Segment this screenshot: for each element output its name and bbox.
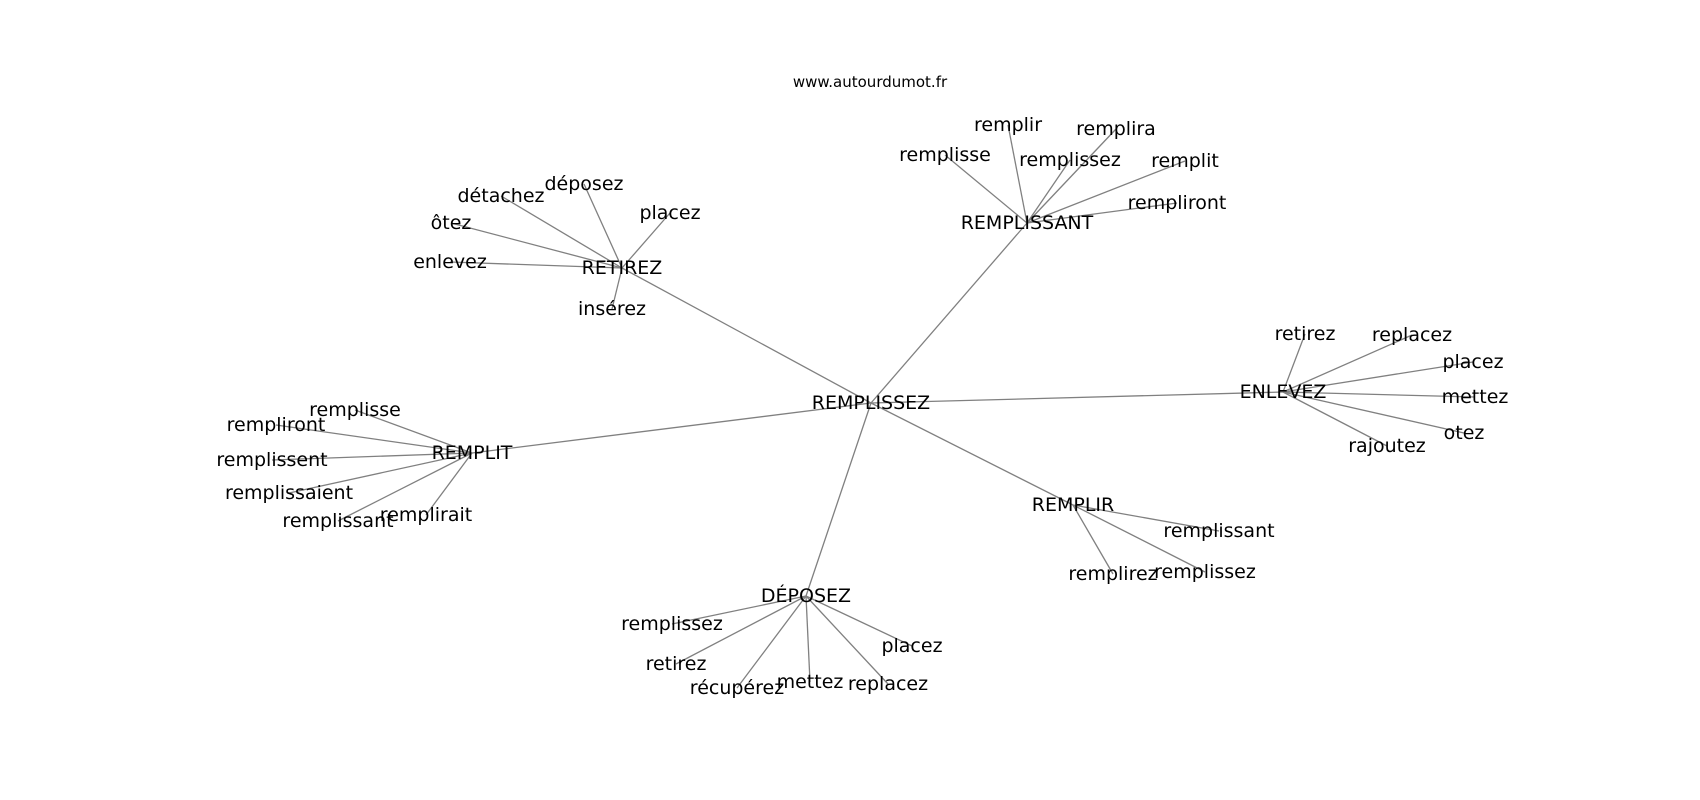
node-word-retirez-placez: placez [639,202,700,224]
node-word-deposez-placez: placez [881,635,942,657]
node-word-enlevez-retirez: retirez [1275,323,1336,345]
node-word-retirez-deposez: déposez [545,173,624,195]
edge-remplit-remplissent [271,452,473,461]
node-word-enlevez-rajoutez: rajoutez [1348,435,1426,457]
node-hub-retirez: RETIREZ [582,257,663,279]
node-word-remplit-rempliront: rempliront [227,414,326,436]
edge-remplir-remplissez [1072,504,1206,573]
node-word-deposez-retirez: retirez [646,653,707,675]
node-hub-enlevez: ENLEVEZ [1240,381,1327,403]
node-word-deposez-recuperez: récupérez [690,677,784,699]
node-word-retirez-enlevez: enlevez [413,251,487,273]
edge-retirez-inserez [611,267,623,310]
edge-deposez-mettez [805,595,811,683]
edge-deposez-replacez [805,595,889,685]
edges-layer [271,124,1476,689]
node-word-remplit-remplisse: remplisse [309,399,401,421]
node-word-enlevez-placez: placez [1442,351,1503,373]
site-url-label: www.autourdumot.fr [792,73,948,91]
edge-deposez-retirez [675,595,807,665]
edge-remplissant-remplissez [1026,159,1071,224]
node-word-enlevez-otez: otez [1444,422,1485,444]
edge-deposez-placez [805,595,913,647]
edge-remplir-remplissant [1072,504,1220,532]
edge-center-enlevez [870,391,1284,404]
labels-layer: REMPLISSEZ REMPLISSANT remplir remplira remp… [216,114,1508,699]
edge-deposez-recuperez [736,595,807,689]
node-word-remplit-remplissent: remplissent [216,449,327,471]
edge-deposez-remplissez [671,595,807,625]
node-word-remplir-remplissant: remplissant [1163,520,1274,542]
node-word-enlevez-mettez: mettez [1442,386,1509,408]
edge-center-remplir [870,402,1074,506]
node-word-remplit-remplissaient: remplissaient [225,482,353,504]
node-word-remplissant-remplit: remplit [1151,150,1219,172]
edge-retirez-deposez [583,183,623,269]
node-hub-remplit: REMPLIT [432,442,513,464]
edge-enlevez-rajoutez [1282,391,1388,447]
node-hub-remplir: REMPLIR [1032,494,1114,516]
node-hub-deposez: DÉPOSEZ [761,584,851,607]
edge-enlevez-replacez [1282,334,1413,393]
node-word-remplir-remplirez: remplirez [1068,563,1157,585]
edge-remplit-remplissaient [288,452,473,494]
edge-remplit-remplissant [337,452,473,522]
node-word-deposez-mettez: mettez [777,671,844,693]
edge-center-remplissant [870,222,1028,404]
node-word-remplissant-remplir: remplir [974,114,1042,136]
edge-retirez-otez [450,222,623,269]
edge-remplir-remplirez [1072,504,1114,575]
edge-retirez-detachez [500,195,623,269]
edge-center-remplit [471,402,872,454]
node-word-remplissant-remplissez: remplissez [1019,149,1121,171]
edge-retirez-placez [621,212,671,269]
edge-remplissant-remplisse [944,154,1028,224]
edge-remplit-remplisse [354,409,473,454]
node-word-deposez-remplissez: remplissez [621,613,723,635]
edge-enlevez-retirez [1282,333,1306,393]
edge-remplissant-remplir [1007,124,1028,224]
edge-center-deposez [805,402,872,597]
edge-center-retirez [621,267,872,404]
node-word-remplissant-rempliront: rempliront [1128,192,1227,214]
edge-remplit-remplirait [425,452,473,516]
node-word-remplissant-remplira: remplira [1076,118,1156,140]
edge-remplit-rempliront [275,424,473,454]
node-word-remplir-remplissez: remplissez [1154,561,1256,583]
node-word-remplit-remplissant: remplissant [282,510,393,532]
edge-remplissant-remplira [1026,128,1117,224]
edge-enlevez-placez [1282,361,1474,393]
node-word-enlevez-replacez: replacez [1372,324,1452,346]
node-word-remplit-remplirait: remplirait [380,504,472,526]
node-word-retirez-detachez: détachez [458,185,545,207]
edge-enlevez-otez [1282,391,1465,434]
node-center-remplissez: REMPLISSEZ [812,392,930,414]
node-word-retirez-otez: ôtez [431,212,472,234]
node-word-deposez-replacez: replacez [848,673,928,695]
node-word-remplissant-remplisse: remplisse [899,144,991,166]
node-hub-remplissant: REMPLISSANT [961,212,1094,234]
edge-retirez-enlevez [449,261,623,269]
edge-remplissant-rempliront [1026,202,1178,224]
edge-remplissant-remplit [1026,160,1186,224]
node-word-retirez-inserez: insérez [578,298,646,320]
edge-enlevez-mettez [1282,391,1476,398]
